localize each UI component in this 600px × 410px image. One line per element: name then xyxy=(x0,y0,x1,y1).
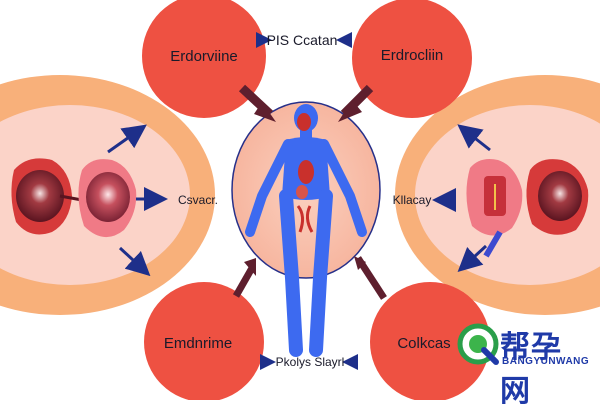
brain-organ xyxy=(297,113,311,131)
circle-bottom-left xyxy=(144,282,264,400)
left-organ-pink xyxy=(78,159,137,238)
endocrine-diagram: PIS Ccatan Erdorviine Erdrocliin Emdnrim… xyxy=(0,0,600,400)
left-panel-arrows xyxy=(107,124,168,277)
circle-top-right xyxy=(352,0,472,118)
circle-bottom-right xyxy=(370,282,490,400)
abdomen-organ xyxy=(296,185,308,199)
label-circle-bottom-left: Emdnrime xyxy=(164,335,232,352)
pelvic-organ xyxy=(296,205,314,233)
label-circle-top-left: Erdorviine xyxy=(170,48,238,65)
maroon-arrows xyxy=(232,84,387,300)
label-circle-top-right: Erdrocliin xyxy=(381,47,444,64)
circle-top-left xyxy=(142,0,266,118)
label-circle-bottom-right: Colkcas xyxy=(397,335,450,352)
watermark-logo-icon xyxy=(457,323,499,365)
right-organ-panel xyxy=(395,75,600,315)
watermark: 帮孕网 BANGYUNWANG xyxy=(456,318,590,409)
label-top-center: PIS Ccatan xyxy=(267,32,338,48)
label-left-middle: Csvacr. xyxy=(178,193,218,207)
left-organ-dark xyxy=(11,158,83,235)
right-panel-arrows xyxy=(432,124,503,273)
label-bottom-center: Pkolys Slayrl xyxy=(276,355,345,369)
chest-organ xyxy=(298,160,314,184)
navy-label-arrows xyxy=(256,32,358,370)
left-organ-panel xyxy=(0,75,215,315)
right-organ-dark xyxy=(526,159,589,235)
label-right-middle: Kllacay xyxy=(393,193,432,207)
watermark-english: BANGYUNWANG xyxy=(502,356,590,367)
right-organ-pink xyxy=(466,159,523,236)
human-body-figure xyxy=(245,104,367,357)
